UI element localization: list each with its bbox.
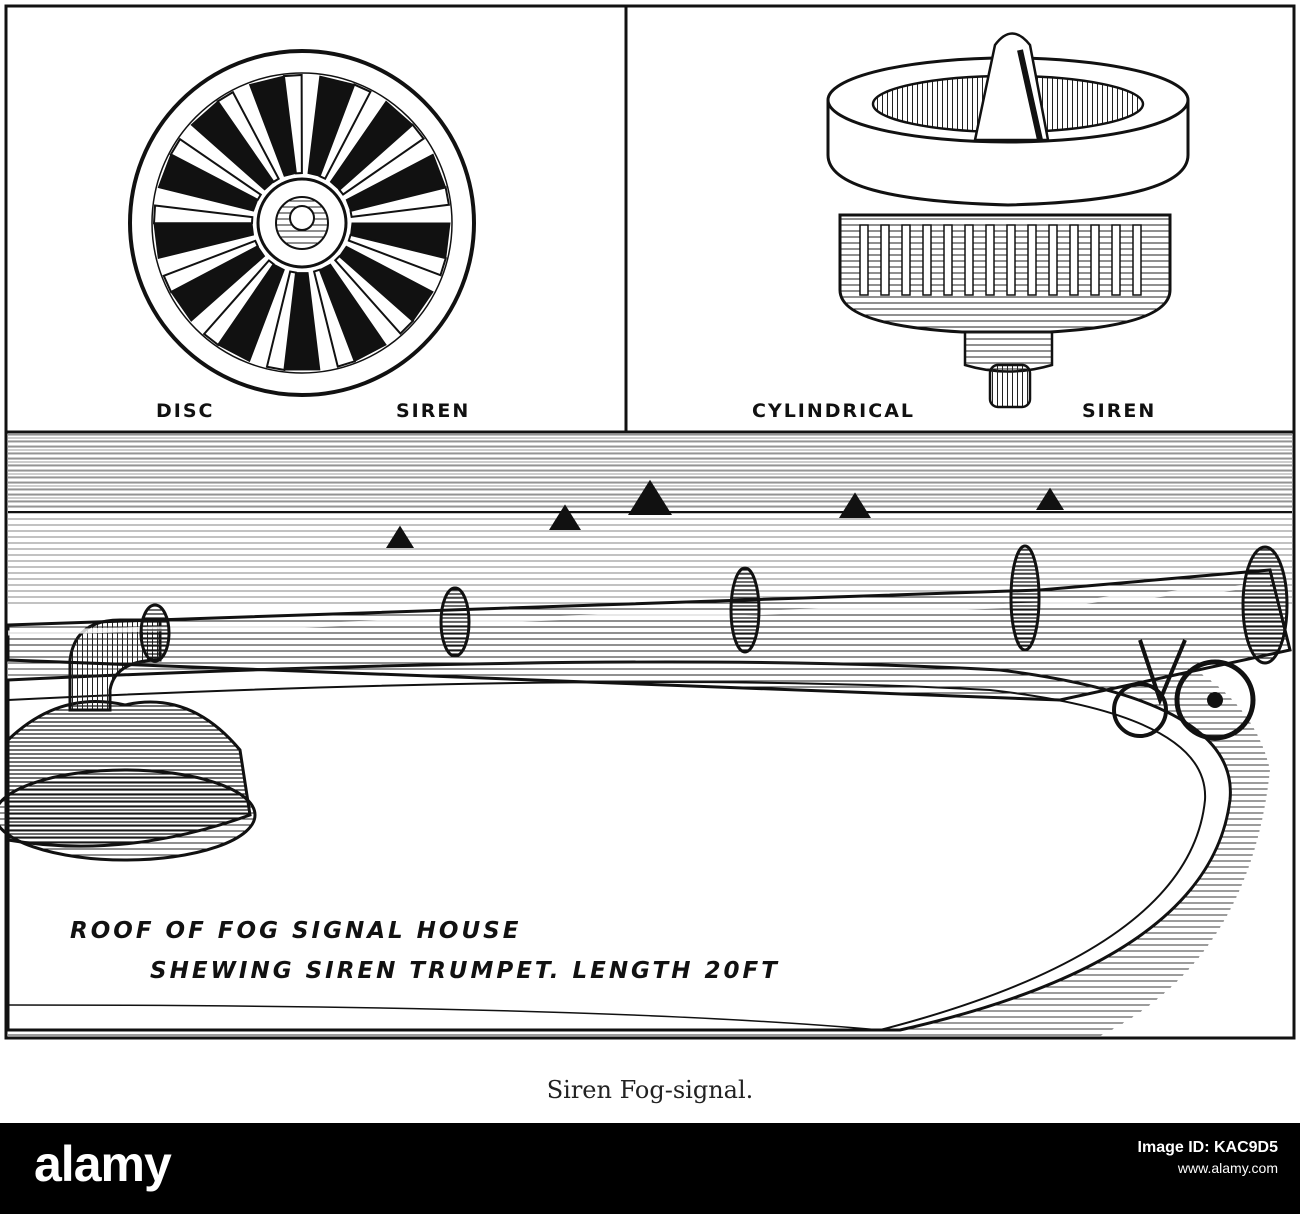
distant-ships — [386, 479, 1064, 548]
site-url: www.alamy.com — [1177, 1160, 1278, 1176]
disc-blades — [152, 73, 451, 372]
cylinder-slot — [1069, 224, 1079, 296]
cylinder-slot — [1048, 224, 1058, 296]
cylinder-slot — [1111, 224, 1121, 296]
panel-frames — [4, 4, 1296, 1040]
cylinder-slot — [1027, 224, 1037, 296]
cylinder-slot — [880, 224, 890, 296]
engraving-plate: DISC SIREN CYLINDRICAL SIREN ROOF OF FOG… — [0, 4, 1296, 1104]
cylinder-slot — [1006, 224, 1016, 296]
disc-blade-open — [169, 137, 263, 202]
label-disc-siren: SIREN — [396, 400, 471, 422]
ship-silhouette — [839, 492, 871, 518]
cylindrical-siren-illustration — [826, 32, 1190, 409]
cylinder-slot — [859, 224, 869, 296]
cylinder-slots — [859, 224, 1142, 296]
disc-blade-open — [216, 90, 280, 184]
ship-silhouette — [386, 525, 414, 548]
roof-subtitle: SHEWING SIREN TRUMPET. LENGTH 20FT — [150, 958, 780, 984]
disc-blade-open — [265, 270, 298, 372]
image-info: Image ID: KAC9D5 www.alamy.com — [1138, 1137, 1278, 1179]
ship-silhouette — [628, 479, 672, 515]
disc-blade-open — [318, 83, 372, 180]
roof-deck — [6, 640, 1270, 1036]
disc-blade-open — [282, 73, 303, 175]
figure-caption: Siren Fog-signal. — [546, 1076, 754, 1104]
cylinder-slot — [901, 224, 911, 296]
trumpet-collar — [1009, 544, 1041, 652]
disc-blade-open — [349, 186, 451, 218]
trumpet-collar — [729, 566, 761, 654]
trumpet-collar — [439, 586, 471, 658]
disc-blade-open — [202, 259, 276, 347]
stock-watermark-bar: alamy Image ID: KAC9D5 www.alamy.com — [0, 1123, 1300, 1214]
cylinder-slot — [964, 224, 974, 296]
label-cylindrical-siren: SIREN — [1082, 400, 1157, 422]
disc-blade-open — [333, 254, 415, 335]
ship-silhouette — [549, 504, 581, 530]
disc-blade-open — [162, 239, 260, 294]
disc-blade-open — [347, 233, 448, 277]
alamy-logo: alamy — [34, 1136, 172, 1192]
label-cylindrical: CYLINDRICAL — [752, 400, 916, 422]
cylinder-slot — [1132, 224, 1142, 296]
cylinder-slot — [943, 224, 953, 296]
engraving-svg — [0, 4, 1296, 1040]
image-id: Image ID: KAC9D5 — [1137, 1139, 1278, 1156]
ship-silhouette — [1036, 487, 1064, 510]
cylinder-slot — [922, 224, 932, 296]
disc-blade-open — [338, 123, 426, 196]
cylinder-slot — [1090, 224, 1100, 296]
disc-siren-illustration — [128, 49, 476, 397]
roof-title: ROOF OF FOG SIGNAL HOUSE — [70, 918, 522, 944]
cylinder-slot — [985, 224, 995, 296]
trumpet-collars — [139, 544, 1041, 663]
siren-trumpet — [6, 544, 1292, 741]
sea-and-sky — [8, 434, 1292, 606]
label-disc: DISC — [156, 400, 215, 422]
disc-blade-open — [312, 268, 357, 368]
disc-blade-open — [152, 204, 254, 225]
trumpet-collar — [139, 603, 171, 663]
